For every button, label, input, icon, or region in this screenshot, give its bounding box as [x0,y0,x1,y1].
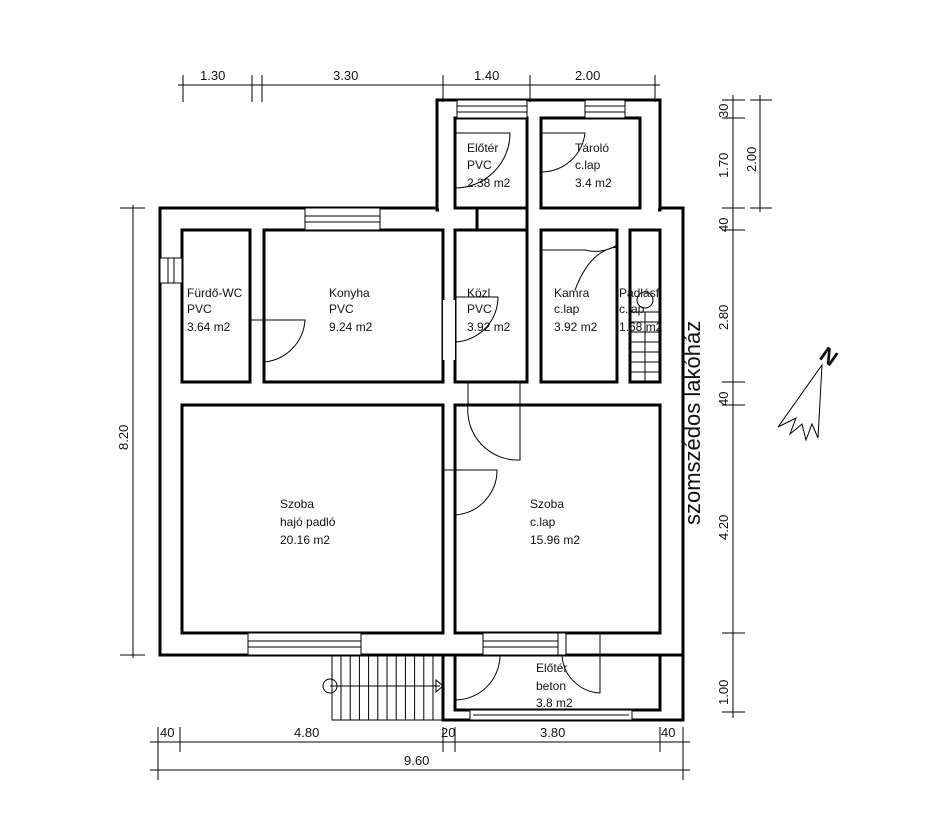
svg-text:1.70: 1.70 [716,153,731,178]
svg-text:1.40: 1.40 [474,68,499,83]
svg-text:3.92 m2: 3.92 m2 [467,320,511,334]
svg-text:Fürdő-WC: Fürdő-WC [187,286,243,300]
dimension-labels: 1.30 3.30 1.40 2.00 8.20 40 4.80 20 3.80… [116,68,759,768]
room-bedroom-2 [453,403,662,635]
room-bathroom [180,228,252,384]
svg-text:Konyha: Konyha [329,286,370,300]
svg-text:Kamra: Kamra [554,286,590,300]
dimension-lines [120,75,772,780]
svg-text:15.96 m2: 15.96 m2 [530,533,580,547]
svg-text:40: 40 [160,725,174,740]
attic-stairs [629,291,661,383]
svg-text:1.30: 1.30 [200,68,225,83]
svg-text:PVC: PVC [467,158,492,172]
svg-text:c.lap: c.lap [619,302,645,316]
room-corridor [453,228,529,384]
room-pantry [539,228,619,384]
svg-text:20.16 m2: 20.16 m2 [280,533,330,547]
svg-text:1.00: 1.00 [716,680,731,705]
svg-text:beton: beton [536,679,566,693]
svg-text:N: N [815,342,842,372]
svg-text:4.80: 4.80 [294,725,319,740]
svg-text:2.38 m2: 2.38 m2 [467,176,511,190]
svg-text:Tároló: Tároló [575,141,609,155]
svg-text:30: 30 [716,104,731,118]
svg-text:1.68 m2: 1.68 m2 [619,320,663,334]
svg-text:Szoba: Szoba [530,497,564,511]
svg-text:c.lap: c.lap [554,302,580,316]
svg-text:8.20: 8.20 [116,425,131,450]
label-bedroom-1: Szoba hajó padló 20.16 m2 [280,497,336,547]
north-arrow-icon: N [777,342,842,442]
svg-text:3.30: 3.30 [333,68,358,83]
rooms [180,116,662,712]
svg-text:PVC: PVC [187,302,212,316]
svg-text:2.00: 2.00 [575,68,600,83]
svg-text:Közl: Közl [467,286,490,300]
svg-text:Szoba: Szoba [280,497,314,511]
label-bathroom: Fürdő-WC PVC 3.64 m2 [187,286,243,334]
svg-text:3.8 m2: 3.8 m2 [536,696,573,710]
windows [159,99,633,721]
entrance-stairs [322,654,444,721]
svg-text:2.80: 2.80 [716,305,731,330]
label-storage: Tároló c.lap 3.4 m2 [575,141,612,190]
label-vestibule-bottom: Előtér beton 3.8 m2 [536,661,573,710]
svg-text:Előtér: Előtér [467,141,498,155]
label-attic-stair: Padlásf. c.lap 1.68 m2 [619,286,663,334]
label-bedroom-2: Szoba c.lap 15.96 m2 [530,497,580,547]
room-bedroom-1 [180,403,445,635]
neighbor-label: szomszédos lakóház [680,321,705,525]
svg-text:9.60: 9.60 [404,753,429,768]
svg-text:PVC: PVC [329,302,354,316]
svg-text:Előtér: Előtér [536,661,567,675]
svg-text:4.20: 4.20 [716,515,731,540]
svg-text:Padlásf.: Padlásf. [619,286,662,300]
svg-text:40: 40 [716,218,731,232]
svg-text:40: 40 [716,392,731,406]
svg-text:40: 40 [661,725,675,740]
svg-text:c.lap: c.lap [530,515,556,529]
svg-text:c.lap: c.lap [575,158,601,172]
svg-text:hajó padló: hajó padló [280,515,336,529]
svg-text:3.92 m2: 3.92 m2 [554,320,598,334]
svg-text:PVC: PVC [467,302,492,316]
svg-text:20: 20 [441,725,455,740]
svg-text:3.80: 3.80 [540,725,565,740]
svg-text:3.4 m2: 3.4 m2 [575,176,612,190]
svg-text:3.64 m2: 3.64 m2 [187,320,231,334]
doors [250,132,618,701]
label-pantry: Kamra c.lap 3.92 m2 [554,286,598,334]
svg-text:9.24 m2: 9.24 m2 [329,320,373,334]
svg-text:2.00: 2.00 [744,147,759,172]
